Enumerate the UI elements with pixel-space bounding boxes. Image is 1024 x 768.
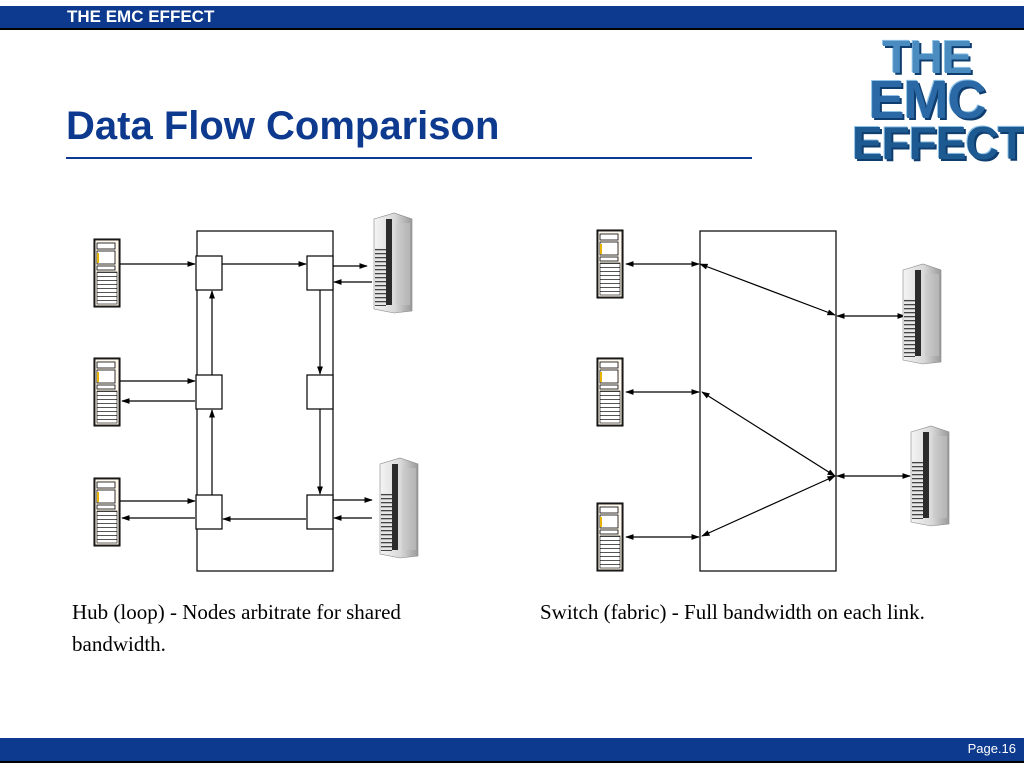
switch-fabric-diagram: [596, 229, 950, 572]
hub-loop-diagram: [93, 212, 419, 572]
emc-effect-logo: THE EMC EFFECT: [852, 31, 1024, 169]
footer-bar: Page.16: [0, 738, 1024, 763]
logo-line-1: THE: [882, 31, 973, 83]
hub-port-3: [195, 374, 223, 410]
switch-host-icon-2: [596, 357, 624, 427]
hub-host-icon-3: [93, 477, 121, 547]
hub-port-6: [306, 494, 334, 530]
hub-port-4: [306, 374, 334, 410]
switch-storage-icon-1: [902, 263, 942, 365]
hub-host-icon-2: [93, 357, 121, 427]
header-banner-text: THE EMC EFFECT: [67, 7, 215, 26]
switch-host-icon-3: [596, 502, 624, 572]
hub-loop-arrows: [120, 261, 373, 522]
logo-line-3: EFFECT: [852, 117, 1024, 169]
hub-host-icon-1: [93, 238, 121, 308]
hub-port-1: [195, 255, 223, 291]
slide-title: Data Flow Comparison: [66, 104, 500, 148]
hub-storage-icon-2: [379, 457, 419, 559]
hub-caption: Hub (loop) - Nodes arbitrate for shared …: [72, 600, 401, 656]
switch-storage-icon-2: [910, 425, 950, 527]
hub-port-5: [195, 494, 223, 530]
page-number: Page.16: [967, 741, 1016, 756]
hub-port-2: [306, 255, 334, 291]
hub-storage-icon-1: [373, 212, 413, 314]
switch-enclosure: [699, 230, 837, 572]
title-underline: [66, 157, 752, 159]
switch-caption: Switch (fabric) - Full bandwidth on each…: [540, 600, 925, 624]
header-banner: THE EMC EFFECT: [0, 6, 1024, 30]
switch-host-icon-1: [596, 229, 624, 299]
switch-fabric-arrows: [625, 261, 911, 540]
logo-line-2: EMC: [868, 70, 987, 130]
